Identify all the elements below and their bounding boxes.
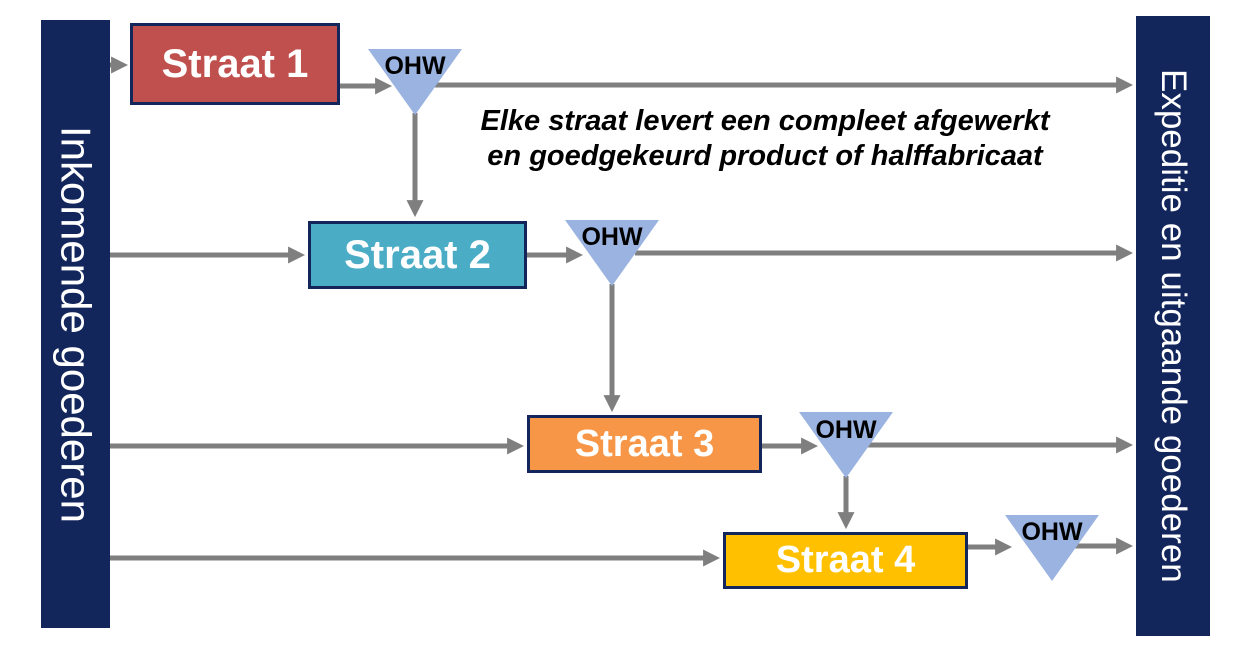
incoming-goods-label: Inkomende goederen	[52, 125, 100, 523]
ohw-label-3: OHW	[815, 416, 877, 444]
station-label-straat2: Straat 2	[344, 232, 491, 277]
ohw-label-1: OHW	[384, 52, 446, 80]
ohw-triangle-2-icon	[565, 220, 659, 286]
expedition-outgoing-bar: Expeditie en uitgaande goederen	[1136, 16, 1210, 636]
station-label-straat3: Straat 3	[574, 422, 715, 465]
ohw-triangle-3-icon	[799, 412, 893, 478]
station-box-straat1: Straat 1	[130, 23, 340, 105]
station-box-straat2: Straat 2	[308, 221, 527, 289]
ohw-triangle-1-icon	[368, 49, 462, 115]
station-label-straat4: Straat 4	[775, 539, 916, 581]
incoming-goods-bar: Inkomende goederen	[41, 20, 110, 628]
ohw-label-4: OHW	[1021, 518, 1083, 546]
annotation-line1: Elke straat levert een compleet afgewerk…	[480, 105, 1050, 137]
station-box-straat4: Straat 4	[723, 532, 968, 589]
expedition-outgoing-label: Expeditie en uitgaande goederen	[1154, 69, 1193, 583]
ohw-triangle-4-icon	[1005, 515, 1099, 581]
annotation-text: Elke straat levert een compleet afgewerk…	[425, 104, 1105, 174]
ohw-label-2: OHW	[581, 223, 643, 251]
annotation-line2: en goedgekeurd product of halffabricaat	[487, 140, 1043, 172]
station-label-straat1: Straat 1	[161, 41, 309, 86]
station-box-straat3: Straat 3	[527, 415, 762, 473]
